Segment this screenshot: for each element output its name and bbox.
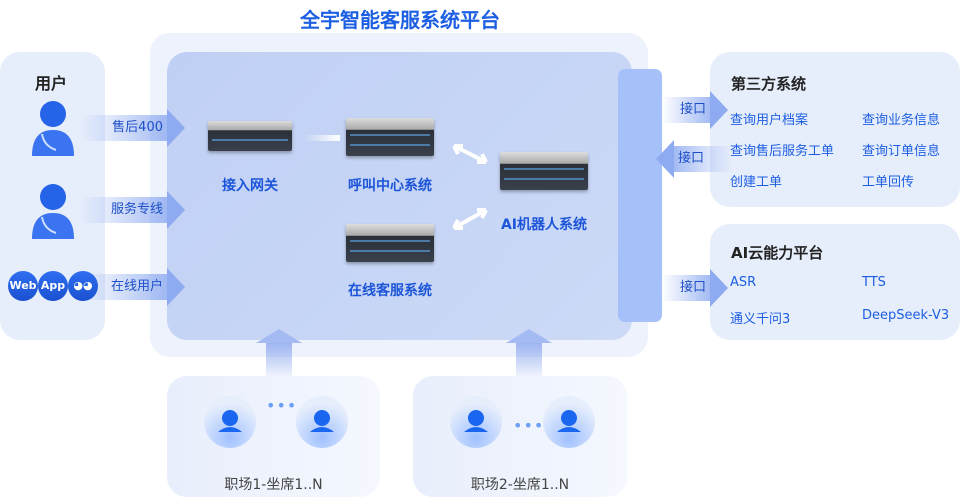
- third-party-title: 第三方系统: [731, 75, 807, 93]
- site2-label: 职场2-坐席1..N: [470, 477, 570, 493]
- interface-bus: [618, 69, 662, 322]
- ai-cloud-item: DeepSeek-V3: [862, 308, 950, 323]
- third-party-item: 查询订单信息: [862, 144, 941, 159]
- call-center-label: 呼叫中心系统: [348, 178, 432, 194]
- bidirectional-arrows: [452, 144, 488, 230]
- wechat-icon: ◕◕: [68, 271, 98, 301]
- ai-cloud-item: 通义千问3: [730, 312, 791, 327]
- page-title: 全宇智能客服系统平台: [300, 8, 500, 32]
- ai-robot-server-icon: [500, 152, 588, 190]
- agent-headset-icon: [450, 396, 502, 454]
- gateway-label: 接入网关: [222, 178, 278, 194]
- phone-user-icon: [32, 184, 74, 239]
- site2-panel: [413, 376, 627, 497]
- call-center-server-icon: [346, 118, 434, 156]
- online-service-label: 在线客服系统: [348, 283, 432, 299]
- ai-robot-label: AI机器人系统: [500, 217, 588, 233]
- phone-user-icon: [32, 101, 74, 156]
- app-icon: App: [38, 271, 68, 301]
- ellipsis: •••: [513, 416, 545, 435]
- agent-headset-icon: [204, 396, 256, 454]
- gateway-server-icon: [208, 121, 292, 151]
- ai-cloud-item: ASR: [730, 275, 757, 290]
- third-party-panel: [710, 52, 960, 207]
- interface-arrow-out: 接口: [662, 91, 728, 129]
- ellipsis: •••: [266, 396, 298, 415]
- users-title: 用户: [35, 74, 68, 93]
- agent-headset-icon: [296, 396, 348, 454]
- ai-cloud-title: AI云能力平台: [731, 244, 824, 262]
- online-service-server-icon: [346, 224, 434, 262]
- arrow-after-sales: 售后400: [80, 109, 185, 147]
- interface-arrow-in: 接口: [656, 140, 732, 178]
- ai-cloud-item: TTS: [862, 275, 886, 290]
- arrow-gateway-call: [304, 135, 340, 141]
- third-party-item: 查询业务信息: [862, 113, 941, 128]
- platform-panel: [167, 52, 632, 340]
- site1-panel: [167, 376, 380, 497]
- arrow-online-user: 在线用户: [80, 268, 185, 306]
- third-party-item: 查询用户档案: [730, 113, 809, 128]
- third-party-item: 工单回传: [862, 175, 915, 190]
- interface-arrow-ai: 接口: [662, 269, 728, 307]
- arrow-service-line: 服务专线: [80, 191, 185, 229]
- site1-label: 职场1-坐席1..N: [224, 477, 323, 493]
- ai-cloud-panel: [710, 224, 960, 340]
- third-party-item: 创建工单: [730, 175, 783, 190]
- third-party-item: 查询售后服务工单: [730, 144, 835, 159]
- agent-headset-icon: [543, 396, 595, 454]
- web-icon: Web: [8, 271, 38, 301]
